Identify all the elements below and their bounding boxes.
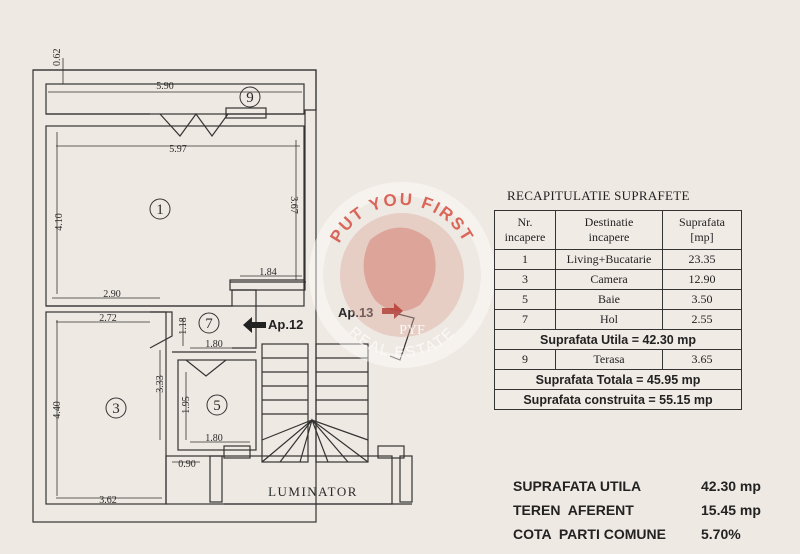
row-dest: Hol xyxy=(555,309,663,330)
room-3-label: 3 xyxy=(112,401,120,417)
room-7-label: 7 xyxy=(205,316,213,332)
ap13-arrow-icon xyxy=(382,303,403,319)
construita-row: Suprafata construita = 55.15 mp xyxy=(494,389,742,410)
header-supr: Suprafata [mp] xyxy=(662,210,742,250)
dim-440: 4.40 xyxy=(52,401,63,419)
stat-label: SUPRAFATA UTILA xyxy=(513,478,642,494)
stat-row: COTA PARTI COMUNE 5.70% xyxy=(513,522,783,546)
staircase xyxy=(261,343,369,463)
stat-label: TEREN AFERENT xyxy=(513,502,634,518)
table-header-row: Nr. incapere Destinatie incapere Suprafa… xyxy=(494,210,742,250)
stat-label: COTA PARTI COMUNE xyxy=(513,526,666,542)
ap13-label: Ap.13 xyxy=(338,305,373,320)
dim-180a: 1.80 xyxy=(205,339,223,350)
ap12-label: Ap.12 xyxy=(268,317,303,332)
row-dest: Living+Bucatarie xyxy=(555,249,663,270)
dim-090: 0.90 xyxy=(178,459,196,470)
dim-062: 0.62 xyxy=(52,49,63,67)
dim-333: 3.33 xyxy=(155,375,166,393)
table-row: 9 Terasa 3.65 xyxy=(494,349,742,370)
ap12-arrow-icon xyxy=(243,317,266,333)
row-nr: 5 xyxy=(494,289,556,310)
table-row: 1 Living+Bucatarie 23.35 xyxy=(494,249,742,270)
terrace-outline xyxy=(45,83,305,115)
row-nr: 1 xyxy=(494,249,556,270)
surface-table: Nr. incapere Destinatie incapere Suprafa… xyxy=(494,210,742,410)
row-nr: 3 xyxy=(494,269,556,290)
table-row: 5 Baie 3.50 xyxy=(494,289,742,310)
row-dest: Camera xyxy=(555,269,663,290)
stat-value: 15.45 mp xyxy=(701,502,761,518)
terasa-supr: 3.65 xyxy=(662,349,742,370)
dim-118: 1.18 xyxy=(178,317,189,335)
row-supr: 23.35 xyxy=(662,249,742,270)
terasa-nr: 9 xyxy=(494,349,556,370)
dim-597: 5.97 xyxy=(169,144,187,155)
stat-row: TEREN AFERENT 15.45 mp xyxy=(513,498,783,522)
row-supr: 3.50 xyxy=(662,289,742,310)
construita-total: Suprafata construita = 55.15 mp xyxy=(494,389,742,410)
row-dest: Baie xyxy=(555,289,663,310)
totala-total: Suprafata Totala = 45.95 mp xyxy=(494,369,742,390)
summary-panel: RECAPITULATIE SUPRAFETE Nr. incapere Des… xyxy=(494,188,765,410)
room-3-outline xyxy=(45,311,167,505)
stat-row: SUPRAFATA UTILA 42.30 mp xyxy=(513,474,783,498)
table-row: 7 Hol 2.55 xyxy=(494,309,742,330)
dim-290: 2.90 xyxy=(103,289,121,300)
terasa-dest: Terasa xyxy=(555,349,663,370)
bottom-stats: SUPRAFATA UTILA 42.30 mp TEREN AFERENT 1… xyxy=(513,474,783,546)
luminator-label: LUMINATOR xyxy=(268,484,358,499)
dim-410: 4.10 xyxy=(54,213,65,231)
room-9-label: 9 xyxy=(246,90,254,106)
watermark-logo: PUT YOU FIRST REAL ESTATE PYF xyxy=(309,182,495,368)
outer-wall xyxy=(33,69,317,291)
dim-367: 3.67 xyxy=(288,196,299,214)
dim-195: 1.95 xyxy=(181,396,192,414)
dim-362: 3.62 xyxy=(99,495,117,506)
row-nr: 7 xyxy=(494,309,556,330)
room-5-label: 5 xyxy=(213,398,221,414)
stat-value: 5.70% xyxy=(701,526,741,542)
utila-total: Suprafata Utila = 42.30 mp xyxy=(494,329,742,350)
room-5-outline xyxy=(177,359,257,451)
dim-184: 1.84 xyxy=(259,267,277,278)
table-row: 3 Camera 12.90 xyxy=(494,269,742,290)
totala-row: Suprafata Totala = 45.95 mp xyxy=(494,369,742,390)
dim-590: 5.90 xyxy=(156,81,174,92)
utila-row: Suprafata Utila = 42.30 mp xyxy=(494,329,742,350)
dim-180b: 1.80 xyxy=(205,433,223,444)
dim-272: 2.72 xyxy=(99,313,117,324)
row-supr: 2.55 xyxy=(662,309,742,330)
summary-title: RECAPITULATIE SUPRAFETE xyxy=(507,188,690,203)
room-1-label: 1 xyxy=(156,202,164,218)
header-dest: Destinatie incapere xyxy=(555,210,663,250)
outer-rect xyxy=(32,69,317,523)
stat-value: 42.30 mp xyxy=(701,478,761,494)
header-nr: Nr. incapere xyxy=(494,210,556,250)
row-supr: 12.90 xyxy=(662,269,742,290)
watermark-mark: PYF xyxy=(399,323,425,338)
